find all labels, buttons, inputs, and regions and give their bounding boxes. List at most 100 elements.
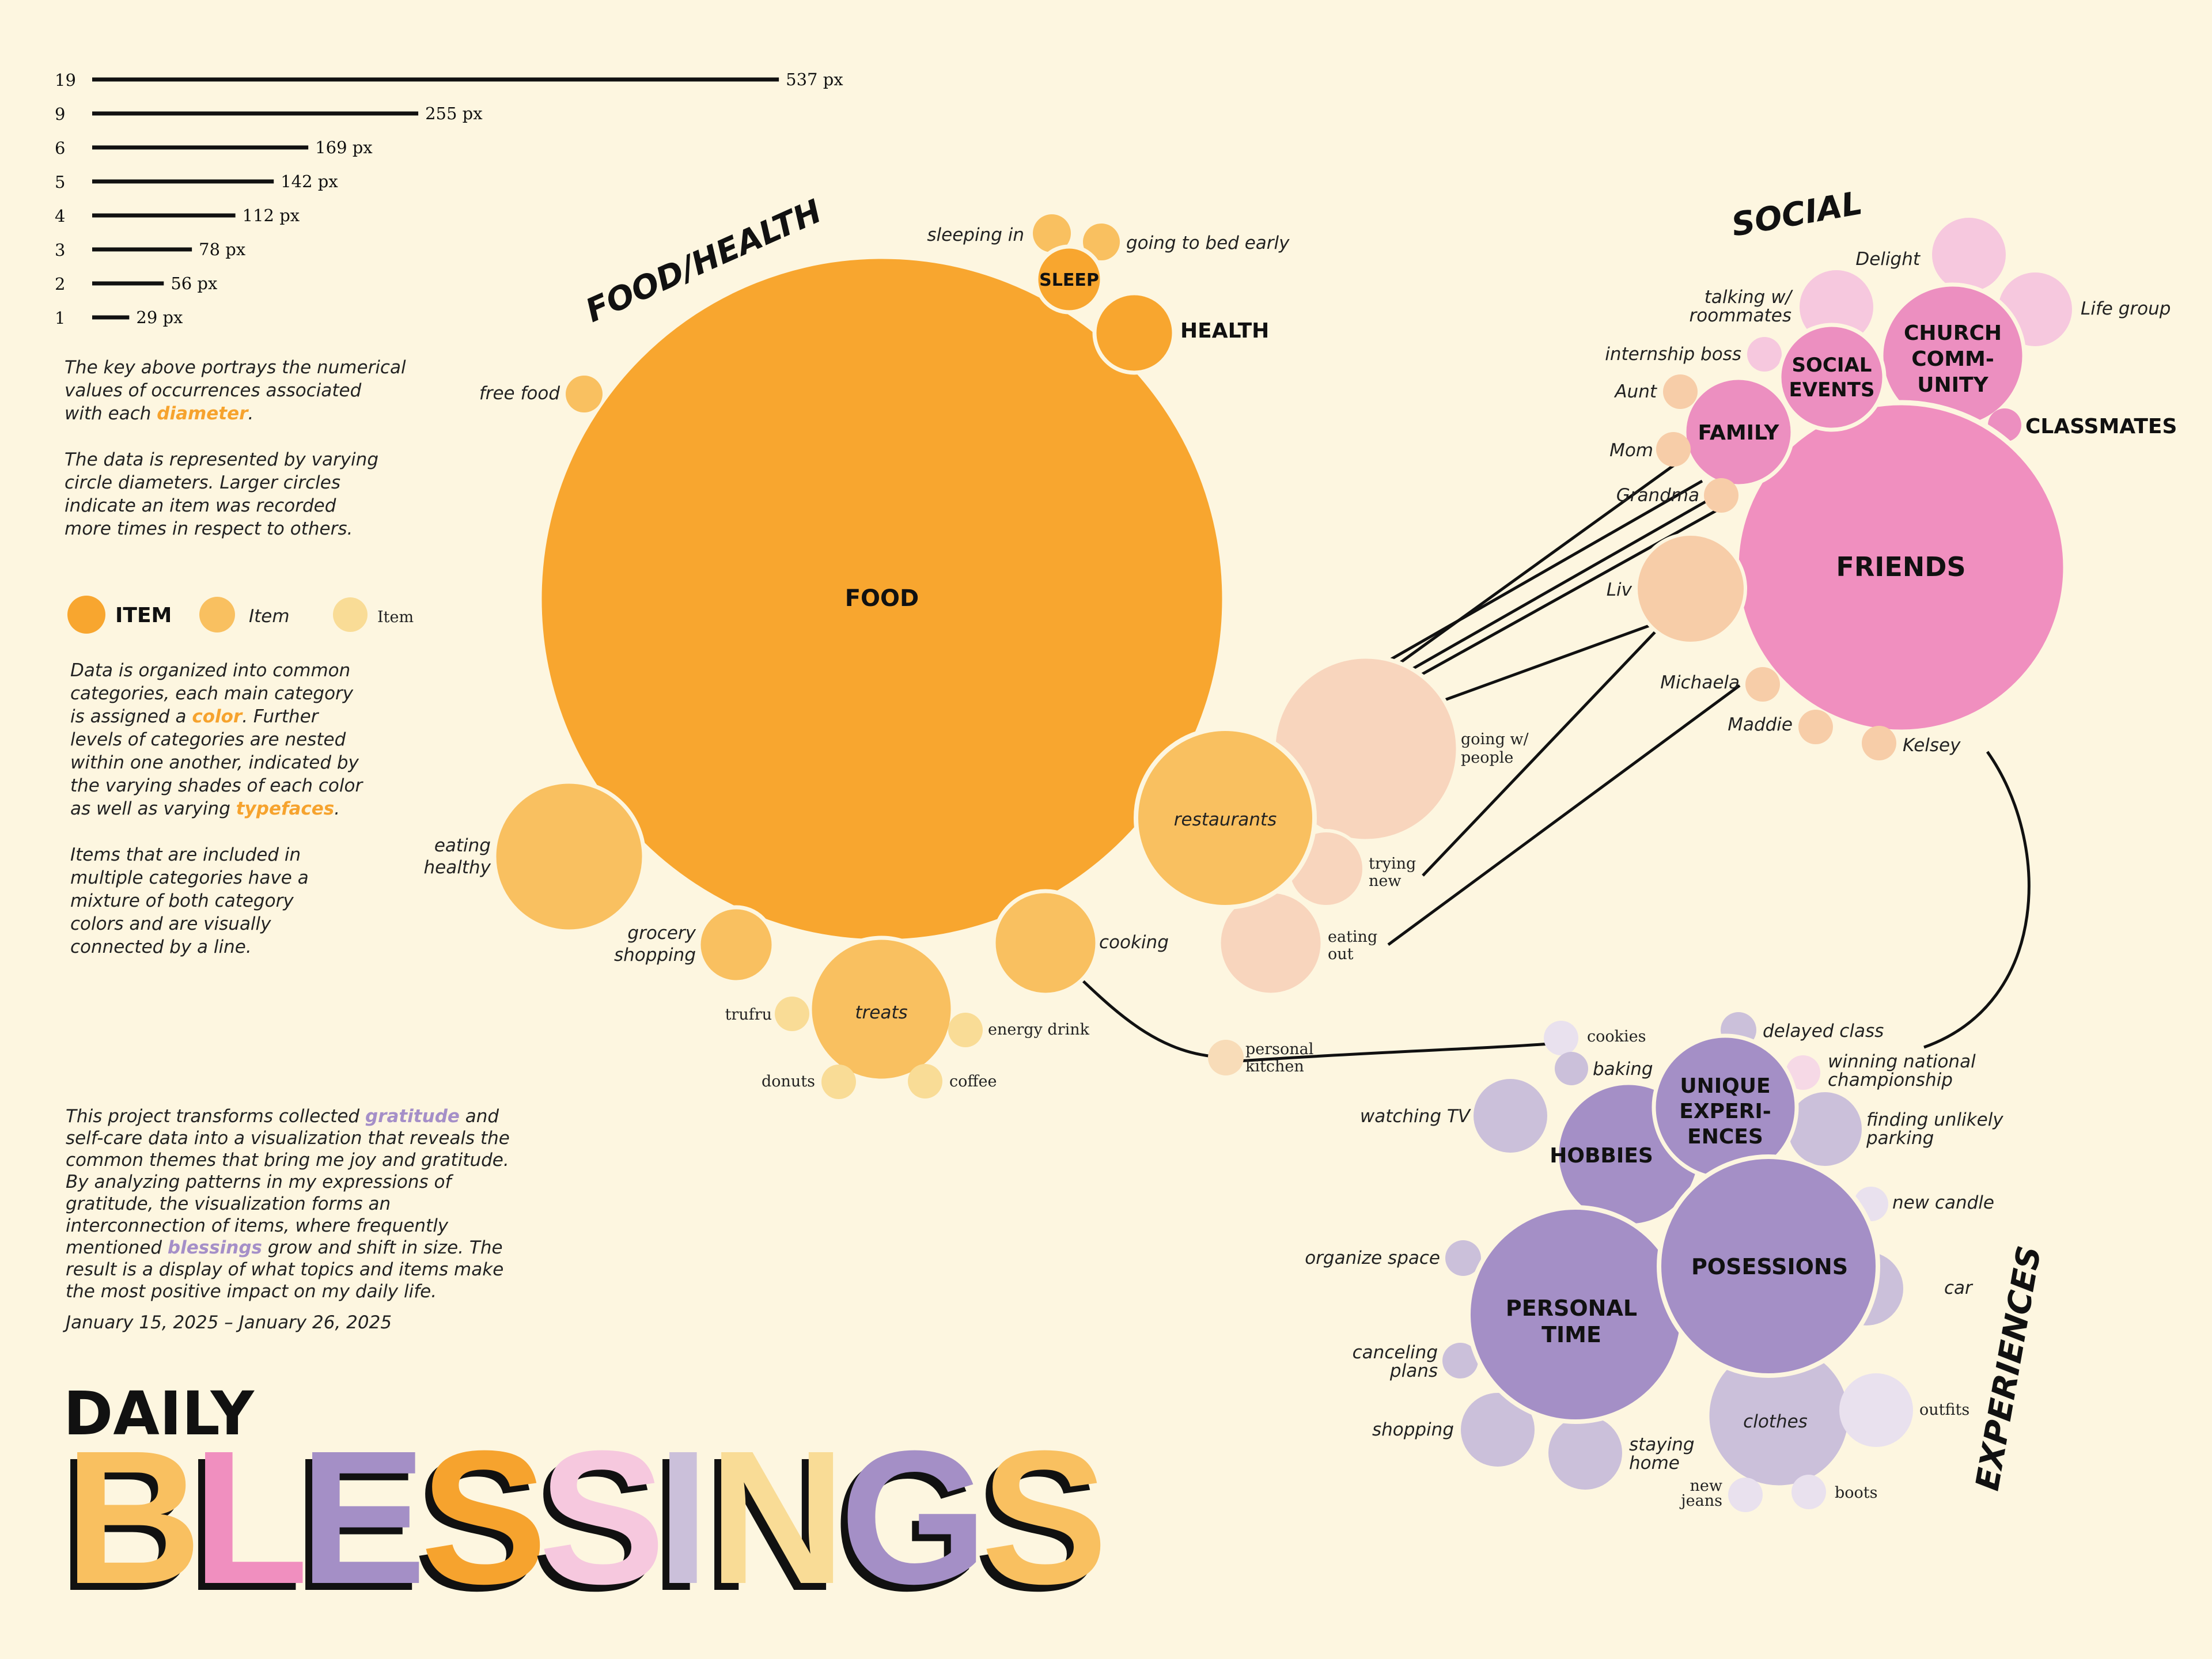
restaurants-circle [1134, 726, 1317, 910]
eating-out-label-1: eating [1328, 928, 1377, 946]
grandma-label: Grandma [1616, 485, 1699, 506]
clothes-label: clothes [1743, 1411, 1808, 1432]
key-count: 5 [55, 172, 65, 192]
food-label: FOOD [845, 585, 919, 612]
title-letter-shadow: G [833, 1418, 981, 1630]
personal-kitchen-circle [1208, 1040, 1244, 1075]
grocery-label-2: shopping [614, 945, 696, 965]
svg-text:levels of categories are neste: levels of categories are nested [70, 729, 346, 750]
staying-home-circle [1548, 1416, 1622, 1490]
cooking-circle [991, 889, 1100, 997]
kelsey-circle [1862, 726, 1896, 760]
new-jeans-label-2: jeans [1679, 1492, 1722, 1510]
title-letter-shadow: S [974, 1418, 1101, 1630]
church-label-3: UNITY [1917, 373, 1988, 397]
aunt-label: Aunt [1613, 381, 1658, 402]
roommates-label-2: roommates [1690, 305, 1791, 326]
hobbies-label: HOBBIES [1550, 1144, 1653, 1168]
title-letter: N [709, 1411, 846, 1623]
cookies-circle [1544, 1021, 1578, 1055]
eating-healthy-circle [492, 779, 646, 934]
title-letter-shadow: E [293, 1418, 419, 1630]
svg-text:The data is represented by var: The data is represented by varying [65, 449, 378, 470]
donuts-circle [821, 1065, 856, 1099]
eating-healthy-label-1: eating [434, 835, 491, 856]
svg-text:connected by a line.: connected by a line. [70, 937, 252, 957]
canceling-plans-circle [1442, 1343, 1478, 1378]
legend-main-label: ITEM [115, 604, 172, 627]
mom-label: Mom [1609, 440, 1653, 461]
key-count: 1 [55, 308, 65, 328]
trufru-label: trufru [725, 1006, 772, 1024]
organize-space-label: organize space [1305, 1248, 1440, 1268]
unique-label-1: UNIQUE [1680, 1074, 1770, 1098]
key-pixel-label: 255 px [425, 104, 483, 123]
svg-text:The key above portrays the num: The key above portrays the numerical [65, 357, 406, 378]
trying-new-label-1: trying [1369, 855, 1416, 873]
svg-text:with each diameter.: with each diameter. [65, 403, 253, 424]
kelsey-label: Kelsey [1903, 735, 1961, 756]
unique-label-2: EXPERI- [1679, 1100, 1771, 1123]
svg-text:is assigned a color. Further: is assigned a color. Further [70, 706, 320, 727]
coffee-circle [908, 1064, 942, 1099]
going-with-people-label-1: going w/ [1461, 730, 1529, 748]
grandma-circle [1704, 478, 1738, 513]
family-label: FAMILY [1698, 421, 1780, 445]
championship-label-1: winning national [1828, 1051, 1976, 1072]
staying-home-label-1: staying [1629, 1434, 1695, 1455]
watching-tv-label: watching TV [1360, 1106, 1472, 1127]
treats-label: treats [855, 1002, 907, 1023]
svg-text:By analyzing patterns in my ex: By analyzing patterns in my expressions … [66, 1172, 454, 1192]
key-pixel-label: 78 px [199, 240, 245, 259]
svg-text:interconnection of items, wher: interconnection of items, where frequent… [66, 1215, 449, 1236]
key-pixel-label: 56 px [171, 274, 217, 293]
svg-text:common themes that bring me jo: common themes that bring me joy and grat… [66, 1150, 509, 1171]
date-range: January 15, 2025 – January 26, 2025 [62, 1312, 392, 1333]
key-pixel-label: 112 px [243, 206, 300, 225]
bed-early-circle [1083, 224, 1120, 260]
legend-mid-label: Item [249, 606, 290, 627]
outfits-label: outfits [1919, 1401, 1969, 1419]
internship-boss-circle [1747, 337, 1782, 372]
delayed-class-label: delayed class [1763, 1021, 1884, 1041]
car-label: car [1944, 1278, 1974, 1298]
legend-mid-dot [199, 597, 235, 632]
organize-space-circle [1445, 1240, 1481, 1276]
grocery-circle [696, 905, 776, 984]
legend-main-dot [67, 596, 105, 634]
key-count: 4 [55, 206, 65, 226]
free-food-circle [566, 376, 603, 412]
legend-light-label: Item [377, 608, 414, 626]
trufru-circle [775, 997, 809, 1031]
svg-text:self-care data into a visualiz: self-care data into a visualization that… [66, 1128, 510, 1149]
title-daily: DAILY [63, 1378, 255, 1449]
posessions-circle [1657, 1154, 1880, 1378]
key-pixel-label: 169 px [315, 138, 373, 157]
sleeping-in-circle [1033, 214, 1071, 252]
title-letter: S [539, 1411, 665, 1623]
svg-text:values of occurrences associat: values of occurrences associated [65, 380, 362, 401]
svg-text:more times in respect to other: more times in respect to others. [65, 518, 353, 539]
shopping-circle [1461, 1393, 1535, 1467]
cooking-label: cooking [1099, 932, 1169, 953]
eating-healthy-label-2: healthy [424, 857, 491, 878]
eating-out-label-2: out [1328, 945, 1354, 963]
watching-tv-circle [1474, 1079, 1547, 1153]
key-count: 2 [55, 274, 65, 294]
social-events-circle [1777, 323, 1887, 432]
title-letter-shadow: S [532, 1418, 658, 1630]
church-label-2: COMM- [1911, 347, 1994, 371]
outfits-circle [1839, 1373, 1913, 1447]
treats-circle [808, 935, 955, 1083]
grocery-label-1: grocery [627, 923, 696, 944]
social-events-label-1: SOCIAL [1792, 354, 1872, 377]
svg-text:multiple categories have a: multiple categories have a [70, 868, 309, 888]
shade-legend: ITEM Item Item [67, 596, 414, 634]
key-pixel-label: 142 px [281, 172, 338, 191]
new-jeans-circle [1728, 1478, 1763, 1512]
title-letter-shadow: L [185, 1418, 302, 1630]
shopping-label: shopping [1372, 1419, 1454, 1440]
title-letter-shadow: N [702, 1418, 839, 1630]
